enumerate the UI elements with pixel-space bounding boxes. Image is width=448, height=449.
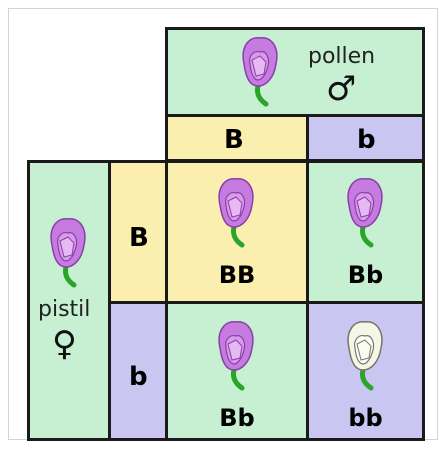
pollen-header: pollen ♂ [165,27,425,117]
pistil-header: pistil ♀ [27,160,111,441]
pollen-allele-b-cell: b [306,114,425,162]
male-symbol-icon: ♂ [326,69,357,109]
punnett-square-frame: pollen ♂ B b pistil ♀ B b BB Bb [8,8,438,441]
pollen-allele-b: b [357,125,376,155]
genotype-label: BB [218,261,256,289]
female-symbol-icon: ♀ [52,324,77,364]
pistil-allele-b: b [129,362,148,392]
offspring-cell-BB: BB [165,160,309,304]
purple-flower-icon [44,215,94,289]
white-flower-icon [341,318,391,392]
genotype-label: Bb [219,404,255,432]
purple-flower-icon [212,175,262,249]
genotype-label: bb [348,404,383,432]
offspring-cell-Bb-top: Bb [306,160,425,304]
purple-flower-icon [236,34,286,108]
pistil-label: pistil [38,297,91,322]
genotype-label: Bb [347,261,384,289]
pistil-allele-B-cell: B [108,160,168,304]
offspring-cell-Bb-bottom: Bb [165,301,309,441]
pollen-allele-B-cell: B [165,114,309,162]
purple-flower-icon [341,175,391,249]
pistil-allele-B: B [129,223,149,253]
pistil-allele-b-cell: b [108,301,168,441]
offspring-cell-bb: bb [306,301,425,441]
pollen-allele-B: B [224,125,244,155]
pollen-label: pollen [308,44,376,69]
purple-flower-icon [212,318,262,392]
